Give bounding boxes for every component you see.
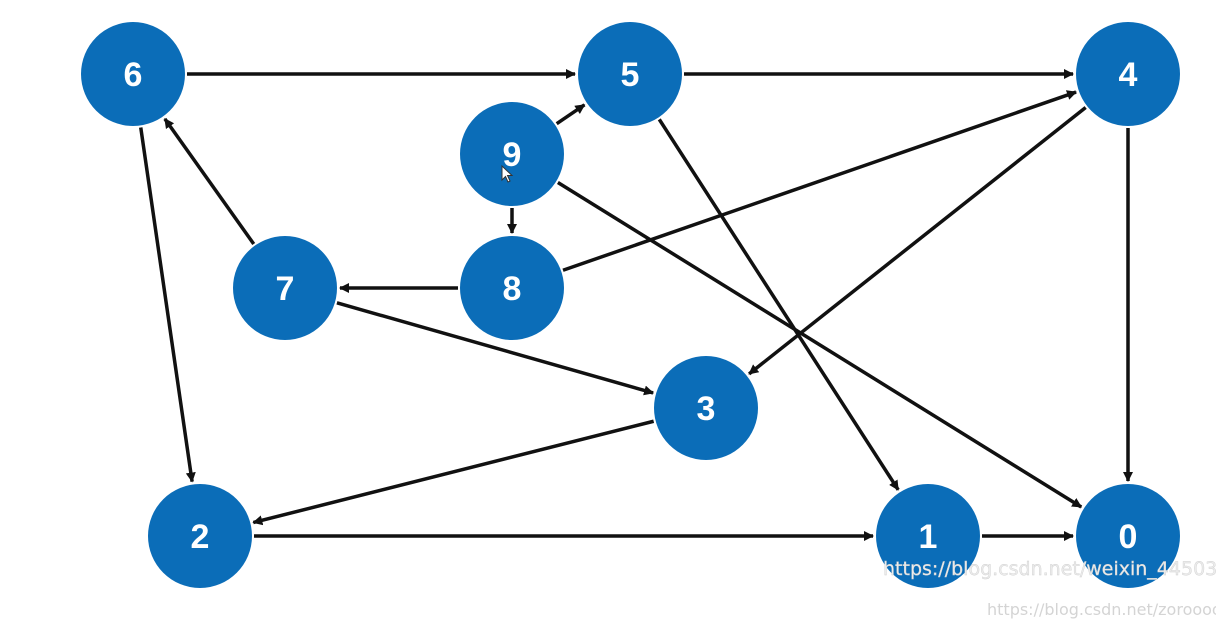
overlay-watermark-url: https://blog.csdn.net/weixin_44503157 bbox=[883, 558, 1216, 580]
node-circle-6 bbox=[81, 22, 185, 126]
node-label-3: 3 bbox=[697, 390, 716, 428]
node-7: 7 bbox=[233, 236, 337, 340]
node-label-4: 4 bbox=[1119, 56, 1138, 94]
edge-8-to-4 bbox=[562, 90, 1077, 272]
node-4: 4 bbox=[1076, 22, 1180, 126]
edge-6-to-2 bbox=[139, 127, 196, 483]
node-label-7: 7 bbox=[276, 270, 295, 308]
node-circle-0 bbox=[1076, 484, 1180, 588]
node-circle-7 bbox=[233, 236, 337, 340]
node-9: 9 bbox=[460, 102, 564, 206]
edge-9-to-0 bbox=[556, 180, 1083, 509]
edge-7-to-3 bbox=[336, 301, 655, 396]
node-circle-3 bbox=[654, 356, 758, 460]
node-label-2: 2 bbox=[191, 518, 210, 556]
node-label-6: 6 bbox=[124, 56, 143, 94]
node-circle-4 bbox=[1076, 22, 1180, 126]
footer-watermark-url: https://blog.csdn.net/zorooooooo bbox=[987, 600, 1216, 619]
node-1: 1 bbox=[876, 484, 980, 588]
edge-4-to-3 bbox=[748, 106, 1087, 376]
mouse-cursor-icon bbox=[501, 164, 514, 183]
node-circle-8 bbox=[460, 236, 564, 340]
node-circle-9 bbox=[460, 102, 564, 206]
edge-9-to-5 bbox=[555, 103, 586, 126]
node-5: 5 bbox=[578, 22, 682, 126]
node-6: 6 bbox=[81, 22, 185, 126]
nodes-layer: 6 5 4 9 8 7 3 2 1 0 bbox=[81, 22, 1180, 588]
edge-5-to-1 bbox=[657, 118, 900, 491]
node-circle-5 bbox=[578, 22, 682, 126]
node-0: 0 bbox=[1076, 484, 1180, 588]
node-label-9: 9 bbox=[503, 136, 522, 174]
edges-layer bbox=[139, 69, 1133, 541]
node-label-5: 5 bbox=[621, 56, 640, 94]
edge-7-to-6 bbox=[163, 117, 256, 245]
node-8: 8 bbox=[460, 236, 564, 340]
node-label-8: 8 bbox=[503, 270, 522, 308]
edge-3-to-2 bbox=[252, 419, 655, 526]
node-circle-2 bbox=[148, 484, 252, 588]
node-3: 3 bbox=[654, 356, 758, 460]
node-label-0: 0 bbox=[1119, 518, 1138, 556]
node-2: 2 bbox=[148, 484, 252, 588]
node-label-1: 1 bbox=[919, 518, 938, 556]
node-circle-1 bbox=[876, 484, 980, 588]
